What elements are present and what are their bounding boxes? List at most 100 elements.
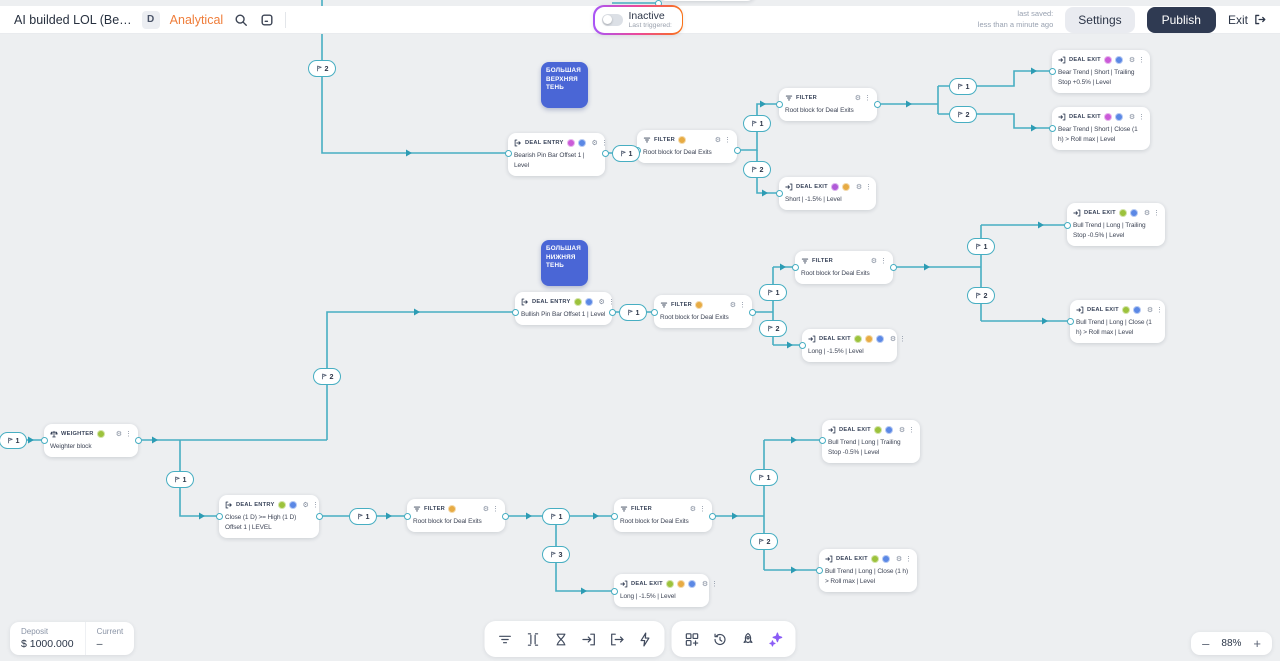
right-port[interactable] bbox=[733, 146, 741, 154]
node-filter-2[interactable]: FILTER⚙⋮Root block for Deal Exits bbox=[779, 88, 877, 121]
left-port[interactable] bbox=[775, 189, 783, 197]
node-menu-icon[interactable]: ⋮ bbox=[311, 501, 319, 509]
node-bull-close-exit-bottom[interactable]: DEAL EXIT⚙⋮Bull Trend | Long | Close (1 … bbox=[819, 549, 917, 592]
canvas-note-1[interactable]: БОЛЬШАЯ ВЕРХНЯЯ ТЕНЬ bbox=[541, 62, 588, 108]
node-settings-icon[interactable]: ⚙ bbox=[895, 555, 903, 563]
left-port[interactable] bbox=[798, 341, 806, 349]
node-bullish-entry[interactable]: DEAL ENTRY⚙⋮Bullish Pin Bar Offset 1 | L… bbox=[515, 292, 615, 325]
search-icon[interactable] bbox=[233, 12, 249, 28]
left-port[interactable] bbox=[511, 308, 519, 316]
left-port[interactable] bbox=[818, 436, 826, 444]
node-bearish-entry[interactable]: DEAL ENTRY⚙⋮Bearish Pin Bar Offset 1 | L… bbox=[508, 133, 608, 176]
node-filter-5[interactable]: FILTER⚙⋮Root block for Deal Exits bbox=[407, 499, 505, 532]
node-long-exit-bottom[interactable]: DEAL EXIT⚙⋮Long | -1.5% | Level bbox=[614, 574, 718, 607]
left-port[interactable] bbox=[1048, 67, 1056, 75]
right-port[interactable] bbox=[608, 308, 616, 316]
node-menu-icon[interactable]: ⋮ bbox=[125, 430, 132, 438]
trigger-tool-icon[interactable] bbox=[633, 627, 657, 651]
node-menu-icon[interactable]: ⋮ bbox=[600, 139, 608, 147]
node-menu-icon[interactable]: ⋮ bbox=[1138, 56, 1146, 64]
left-port[interactable] bbox=[815, 566, 823, 574]
weight-connector-1[interactable]: 1 bbox=[349, 507, 377, 525]
node-menu-icon[interactable]: ⋮ bbox=[739, 301, 746, 309]
templates-icon[interactable] bbox=[680, 627, 704, 651]
node-filter-1[interactable]: FILTER⚙⋮Root block for Deal Exits bbox=[637, 130, 737, 163]
node-bull-trailing-exit-mid[interactable]: DEAL EXIT⚙⋮Bull Trend | Long | Trailing … bbox=[1067, 203, 1165, 246]
weight-connector-2[interactable]: 2 bbox=[743, 160, 771, 178]
rocket-icon[interactable] bbox=[736, 627, 760, 651]
node-settings-icon[interactable]: ⚙ bbox=[898, 426, 906, 434]
right-port[interactable] bbox=[873, 100, 881, 108]
node-menu-icon[interactable]: ⋮ bbox=[1156, 306, 1164, 314]
weight-connector-1[interactable]: 1 bbox=[949, 77, 977, 95]
builder-blocks-icon[interactable] bbox=[521, 627, 545, 651]
node-menu-icon[interactable]: ⋮ bbox=[492, 505, 499, 513]
history-icon[interactable] bbox=[708, 627, 732, 651]
publish-button[interactable]: Publish bbox=[1146, 6, 1216, 33]
weight-connector-1[interactable]: 1 bbox=[743, 114, 771, 132]
node-settings-icon[interactable]: ⚙ bbox=[591, 139, 598, 147]
node-filter-3[interactable]: FILTER⚙⋮Root block for Deal Exits bbox=[654, 295, 752, 328]
node-settings-icon[interactable]: ⚙ bbox=[870, 257, 877, 265]
strategy-status-toggle[interactable]: Inactive Last triggered: bbox=[593, 5, 684, 35]
node-settings-icon[interactable]: ⚙ bbox=[889, 335, 897, 343]
left-port[interactable] bbox=[650, 308, 658, 316]
right-port[interactable] bbox=[708, 512, 716, 520]
filter-tool-icon[interactable] bbox=[493, 627, 517, 651]
node-menu-icon[interactable]: ⋮ bbox=[908, 426, 916, 434]
ai-assistant-icon[interactable] bbox=[764, 627, 788, 651]
node-menu-icon[interactable]: ⋮ bbox=[905, 555, 913, 563]
right-port[interactable] bbox=[315, 512, 323, 520]
left-port[interactable] bbox=[610, 512, 618, 520]
node-short-exit[interactable]: DEAL EXIT⚙⋮Short | -1.5% | Level bbox=[779, 177, 876, 210]
node-settings-icon[interactable]: ⚙ bbox=[598, 298, 605, 306]
weight-connector-2[interactable]: 2 bbox=[949, 105, 977, 123]
node-menu-icon[interactable]: ⋮ bbox=[865, 183, 873, 191]
deal-exit-tool-icon[interactable] bbox=[605, 627, 629, 651]
zoom-in-button[interactable]: + bbox=[1253, 636, 1261, 651]
node-menu-icon[interactable]: ⋮ bbox=[699, 505, 706, 513]
weight-connector-1[interactable]: 1 bbox=[750, 468, 778, 486]
node-settings-icon[interactable]: ⚙ bbox=[302, 501, 309, 509]
node-settings-icon[interactable]: ⚙ bbox=[854, 94, 861, 102]
node-close-high-entry[interactable]: DEAL ENTRY⚙⋮Close (1 D) >= High (1 D) Of… bbox=[219, 495, 319, 538]
node-settings-icon[interactable]: ⚙ bbox=[714, 136, 721, 144]
weight-connector-3[interactable]: 3 bbox=[542, 545, 570, 563]
canvas-note-2[interactable]: БОЛЬШАЯ НИЖНЯЯ ТЕНЬ bbox=[541, 240, 588, 286]
node-menu-icon[interactable]: ⋮ bbox=[711, 580, 719, 588]
weight-connector-1[interactable]: 1 bbox=[619, 303, 647, 321]
node-bear-close-exit[interactable]: DEAL EXIT⚙⋮Bear Trend | Short | Close (1… bbox=[1052, 107, 1150, 150]
node-settings-icon[interactable]: ⚙ bbox=[729, 301, 736, 309]
node-settings-icon[interactable]: ⚙ bbox=[1143, 209, 1151, 217]
strategy-title[interactable]: AI builded LOL (Be… bbox=[14, 12, 132, 27]
node-menu-icon[interactable]: ⋮ bbox=[899, 335, 907, 343]
weight-connector-2[interactable]: 2 bbox=[759, 319, 787, 337]
left-port[interactable] bbox=[1066, 317, 1074, 325]
node-settings-icon[interactable]: ⚙ bbox=[1128, 56, 1136, 64]
node-menu-icon[interactable]: ⋮ bbox=[607, 298, 615, 306]
weight-connector-1[interactable]: 1 bbox=[612, 144, 640, 162]
node-bull-trailing-exit-bottom[interactable]: DEAL EXIT⚙⋮Bull Trend | Long | Trailing … bbox=[822, 420, 920, 463]
node-settings-icon[interactable]: ⚙ bbox=[689, 505, 696, 513]
right-port[interactable] bbox=[601, 149, 609, 157]
weight-connector-2[interactable]: 2 bbox=[313, 367, 341, 385]
node-filter-4[interactable]: FILTER⚙⋮Root block for Deal Exits bbox=[795, 251, 893, 284]
node-menu-icon[interactable]: ⋮ bbox=[880, 257, 887, 265]
weighter-tool-icon[interactable] bbox=[549, 627, 573, 651]
right-port[interactable] bbox=[889, 263, 897, 271]
weight-connector-1[interactable]: 1 bbox=[967, 237, 995, 255]
left-port[interactable] bbox=[610, 587, 618, 595]
node-weighter[interactable]: WEIGHTER⚙⋮Weighter block bbox=[44, 424, 138, 457]
left-port[interactable] bbox=[40, 436, 48, 444]
right-port[interactable] bbox=[748, 308, 756, 316]
left-port[interactable] bbox=[403, 512, 411, 520]
node-bull-close-exit-mid[interactable]: DEAL EXIT⚙⋮Bull Trend | Long | Close (1 … bbox=[1070, 300, 1165, 343]
node-settings-icon[interactable]: ⚙ bbox=[701, 580, 709, 588]
deal-entry-tool-icon[interactable] bbox=[577, 627, 601, 651]
weight-connector-2[interactable]: 2 bbox=[750, 532, 778, 550]
status-toggle-switch[interactable] bbox=[601, 13, 623, 26]
exit-button[interactable]: Exit bbox=[1228, 13, 1266, 27]
left-port[interactable] bbox=[775, 100, 783, 108]
sticky-note-icon[interactable] bbox=[259, 12, 275, 28]
